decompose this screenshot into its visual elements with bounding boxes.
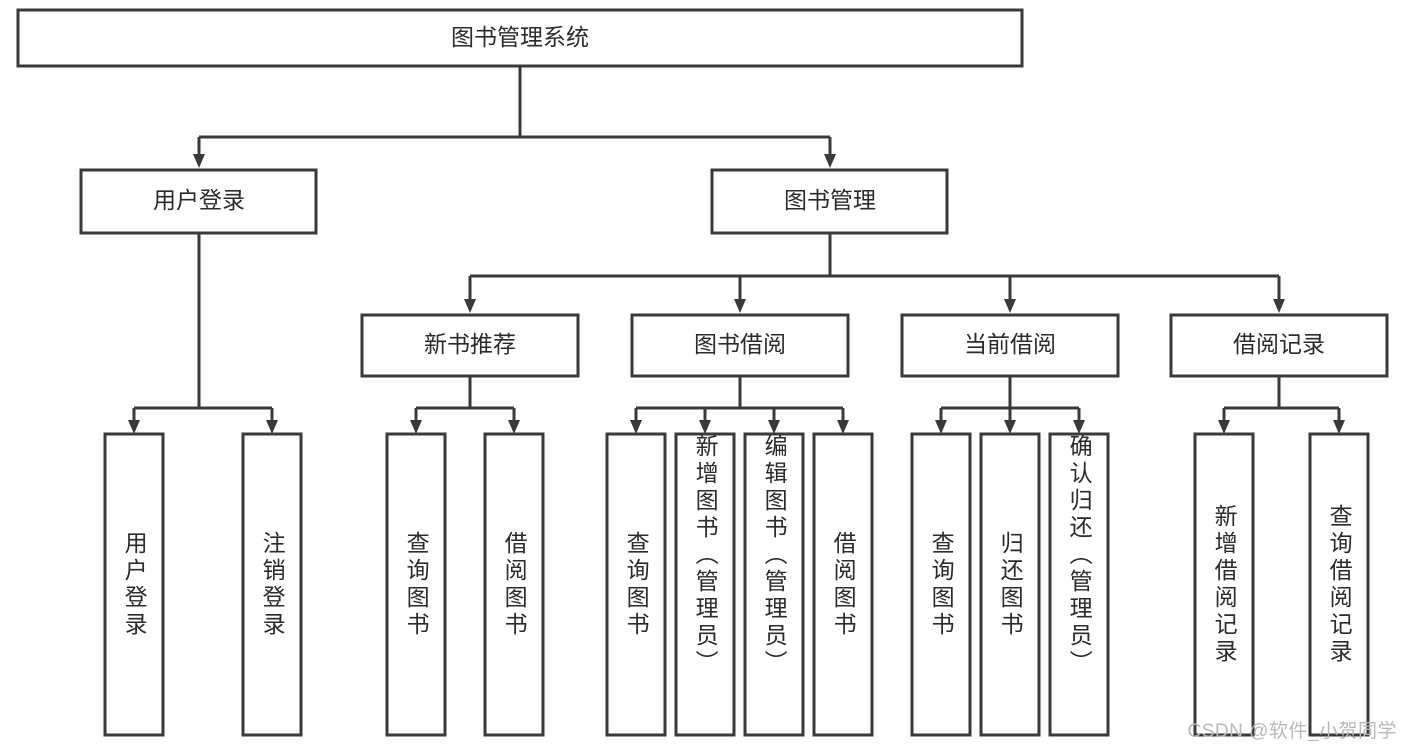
leaf-logout-login-box[interactable] (241, 432, 303, 737)
node-book-borrow[interactable]: 图书借阅 (630, 313, 850, 378)
arrowhead-user-login (193, 154, 205, 168)
arrowhead-leaf-add-record (1218, 420, 1230, 434)
arrowhead-leaf-query-record (1333, 420, 1345, 434)
watermark-text: CSDN @软件_小贺同学 (1187, 721, 1397, 742)
edge-group-new-book-recommend-children (410, 376, 520, 434)
edge-group-current-borrow-children (935, 376, 1085, 434)
leaf-borrow-book-2-box[interactable] (812, 432, 874, 737)
arrowhead-leaf-return-book (1004, 420, 1016, 434)
leaf-return-book-box[interactable] (979, 432, 1041, 737)
arrowhead-leaf-query-book-2 (630, 420, 642, 434)
arrowhead-leaf-logout-login (266, 420, 278, 434)
arrowhead-leaf-borrow-book-1 (508, 420, 520, 434)
leaf-boxes (103, 432, 1370, 737)
leaf-confirm-return-box[interactable] (1048, 432, 1110, 737)
node-current-borrow[interactable]: 当前借阅 (900, 313, 1120, 378)
node-user-login-box[interactable] (79, 168, 318, 235)
arrowhead-leaf-borrow-book-2 (837, 420, 849, 434)
leaf-add-record-box[interactable] (1193, 432, 1255, 737)
node-book-manage-box[interactable] (710, 168, 949, 235)
arrowhead-leaf-query-book-1 (410, 420, 422, 434)
leaf-query-book-2-box[interactable] (605, 432, 667, 737)
node-new-book-recommend-label: 新书推荐 (424, 331, 516, 357)
node-borrow-record-label: 借阅记录 (1233, 331, 1325, 357)
node-root-label: 图书管理系统 (451, 24, 589, 50)
arrowhead-leaf-add-book (699, 420, 711, 434)
edge-group-book-borrow-children (630, 376, 849, 434)
edge-group-book-manage-children (464, 233, 1285, 313)
leaf-query-book-3-box[interactable] (910, 432, 972, 737)
node-book-manage-label: 图书管理 (784, 187, 876, 213)
edge-group-root (193, 66, 836, 168)
node-current-borrow-box[interactable] (900, 313, 1120, 378)
arrowhead-leaf-query-book-3 (935, 420, 947, 434)
node-book-manage[interactable]: 图书管理 (710, 168, 949, 235)
node-book-borrow-box[interactable] (630, 313, 850, 378)
arrowhead-borrow-record (1273, 299, 1285, 313)
node-new-book-recommend-box[interactable] (360, 313, 580, 378)
leaf-add-book-box[interactable] (674, 432, 736, 737)
leaf-borrow-book-1-box[interactable] (483, 432, 545, 737)
node-root[interactable]: 图书管理系统 (16, 8, 1024, 68)
node-user-login-label: 用户登录 (153, 187, 245, 213)
leaf-user-login-box[interactable] (103, 432, 165, 737)
arrowhead-leaf-edit-book (768, 420, 780, 434)
arrowhead-leaf-confirm-return (1073, 420, 1085, 434)
node-borrow-record-box[interactable] (1169, 313, 1389, 378)
edge-group-borrow-record-children (1218, 376, 1345, 434)
node-user-login[interactable]: 用户登录 (79, 168, 318, 235)
leaf-query-record-box[interactable] (1308, 432, 1370, 737)
arrowhead-leaf-user-login (128, 420, 140, 434)
leaf-edit-book-box[interactable] (743, 432, 805, 737)
node-new-book-recommend[interactable]: 新书推荐 (360, 313, 580, 378)
node-current-borrow-label: 当前借阅 (964, 331, 1056, 357)
leaf-query-book-1-box[interactable] (385, 432, 447, 737)
node-book-borrow-label: 图书借阅 (694, 331, 786, 357)
arrowhead-book-borrow (734, 299, 746, 313)
node-root-box[interactable] (16, 8, 1024, 68)
arrowhead-book-manage (824, 154, 836, 168)
edge-group-user-login-children (128, 233, 278, 434)
arrowhead-current-borrow (1004, 299, 1016, 313)
node-borrow-record[interactable]: 借阅记录 (1169, 313, 1389, 378)
arrowhead-new-book-recommend (464, 299, 476, 313)
